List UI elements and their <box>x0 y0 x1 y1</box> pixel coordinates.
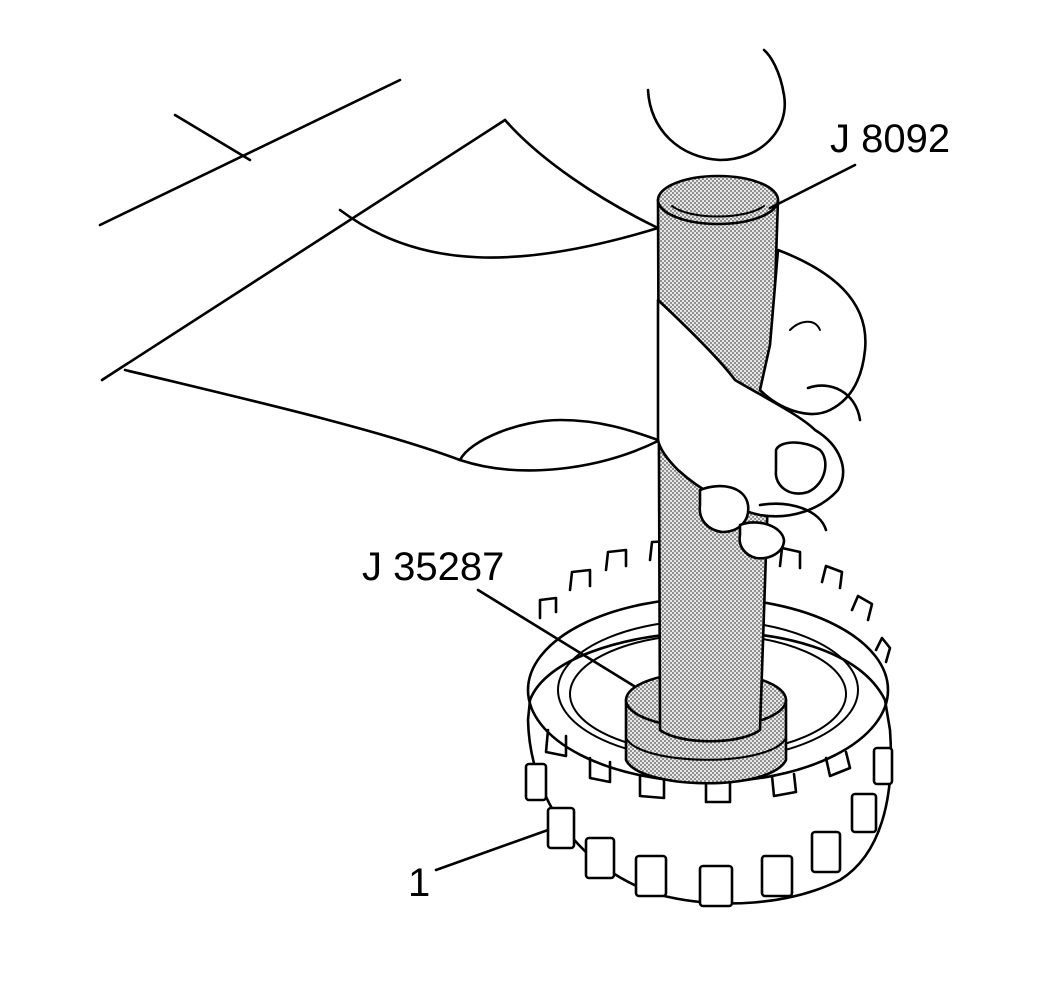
callout-labels: J 8092 J 35287 1 <box>362 117 950 905</box>
housing-lower-lugs <box>524 746 894 908</box>
hand-and-arm <box>98 48 867 560</box>
housing-rim-teeth <box>538 539 892 804</box>
label-installer: J 35287 <box>362 545 504 589</box>
leader-installer <box>476 588 636 688</box>
label-part-1: 1 <box>408 861 430 905</box>
leader-part-1 <box>434 828 550 872</box>
leader-lines <box>434 163 857 872</box>
label-driver-handle: J 8092 <box>830 117 950 161</box>
leader-driver-handle <box>768 163 857 210</box>
